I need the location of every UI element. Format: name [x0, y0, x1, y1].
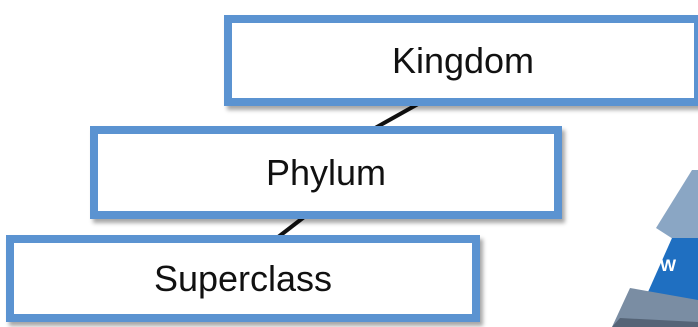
kingdom-label: Kingdom: [391, 39, 535, 81]
laptop-icon: W: [600, 160, 698, 327]
laptop-base: [612, 288, 698, 327]
laptop-screen-bezel: [656, 170, 698, 255]
phylum-label: Phylum: [265, 151, 387, 193]
laptop-screen: [648, 238, 698, 305]
laptop-screen-text: W: [660, 256, 677, 275]
laptop-base-edge: [612, 318, 698, 327]
kingdom-box: Kingdom: [224, 15, 698, 106]
superclass-label: Superclass: [153, 257, 333, 299]
phylum-box: Phylum: [90, 126, 562, 219]
superclass-box: Superclass: [6, 235, 480, 322]
